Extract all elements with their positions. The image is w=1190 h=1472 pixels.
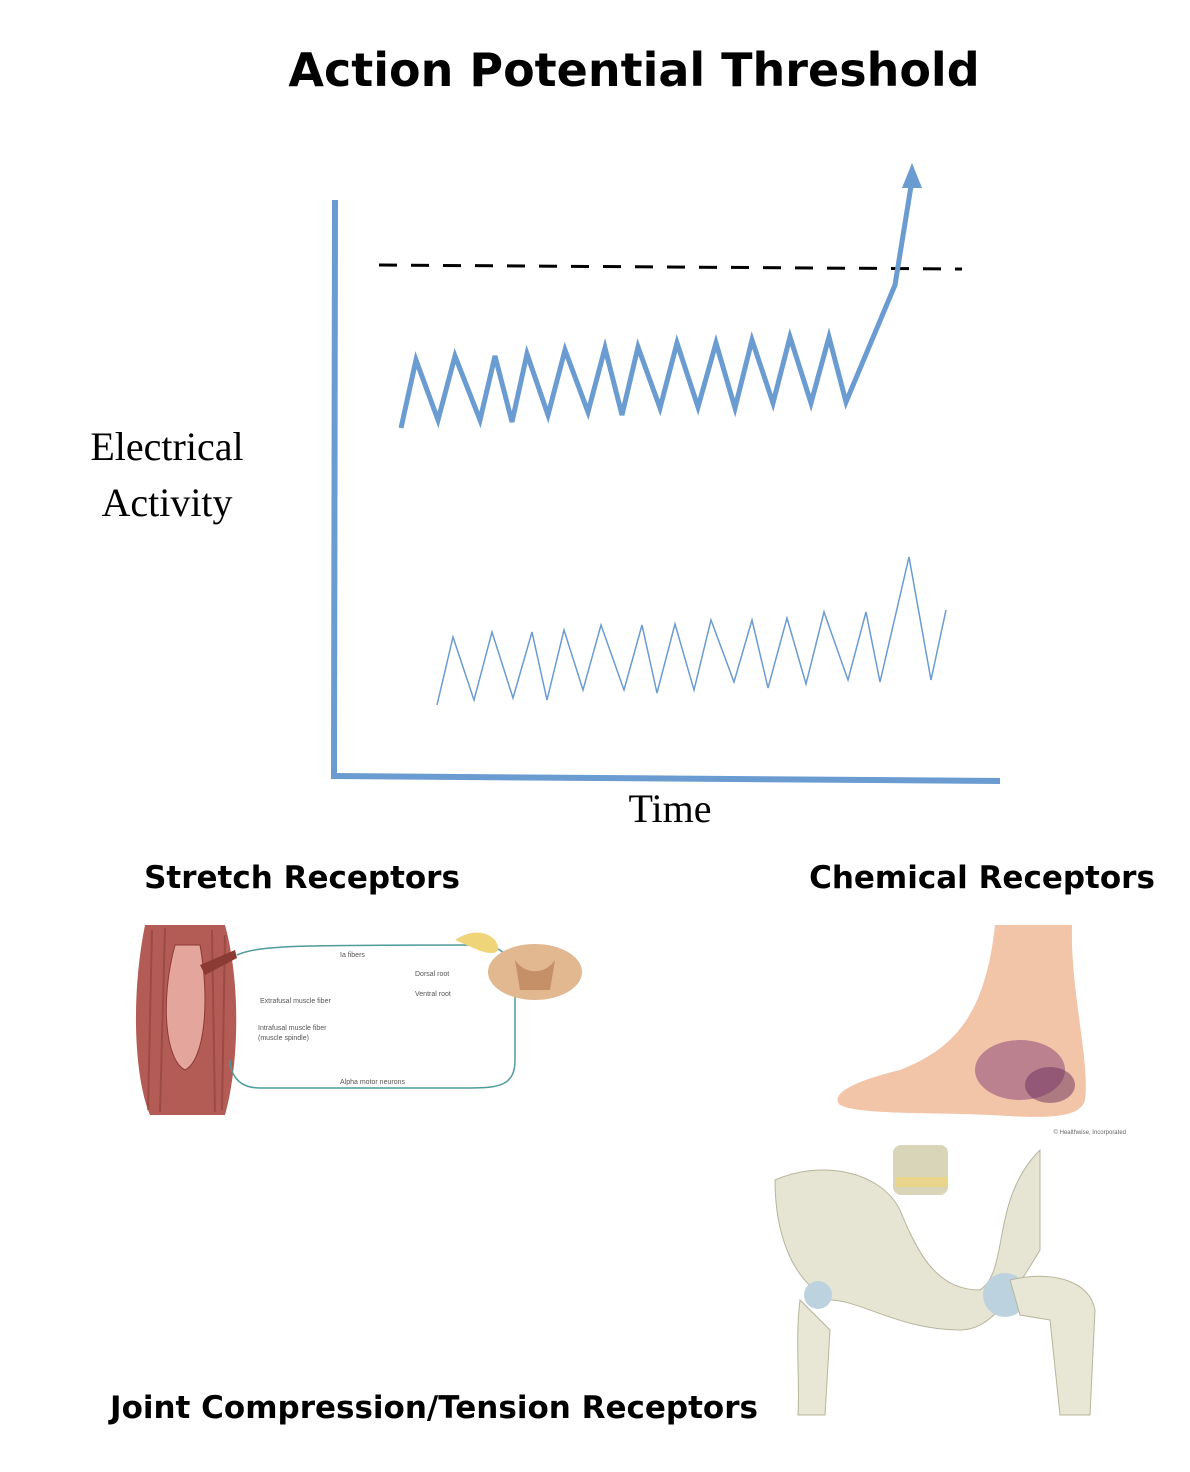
y-axis-label-line2: Activity <box>101 480 232 525</box>
image-credit: © Healthwise, Incorporated <box>1054 1129 1126 1136</box>
label-dorsal-root: Dorsal root <box>415 971 449 978</box>
label-alpha-motor-neurons: Alpha motor neurons <box>340 1079 405 1086</box>
y-axis <box>331 199 338 777</box>
suprathreshold-trace <box>398 179 915 429</box>
page-title: Action Potential Threshold <box>288 43 979 97</box>
y-axis-label-line1: Electrical <box>90 424 243 469</box>
stretch-receptors-title: Stretch Receptors <box>144 860 460 896</box>
arrowhead-icon <box>902 163 922 188</box>
subthreshold-trace <box>436 556 947 706</box>
label-ia-fibers: Ia fibers <box>340 952 365 959</box>
x-axis <box>330 773 1001 784</box>
threshold-line <box>378 263 963 271</box>
joint-receptors-title: Joint Compression/Tension Receptors <box>108 1390 758 1426</box>
label-extrafusal: Extrafusal muscle fiber <box>260 998 331 1005</box>
label-muscle-spindle: (muscle spindle) <box>258 1035 309 1042</box>
stretch-reflex-illustration: Ia fibers Dorsal root Ventral root Extra… <box>135 925 582 1115</box>
label-intrafusal: Intrafusal muscle fiber <box>258 1025 327 1032</box>
pelvis-hip-joint-illustration <box>774 1145 1096 1416</box>
injured-foot-illustration: © Healthwise, Incorporated <box>837 925 1126 1136</box>
label-ventral-root: Ventral root <box>415 991 451 998</box>
chemical-receptors-title: Chemical Receptors <box>809 860 1155 896</box>
x-axis-label: Time <box>628 786 711 831</box>
